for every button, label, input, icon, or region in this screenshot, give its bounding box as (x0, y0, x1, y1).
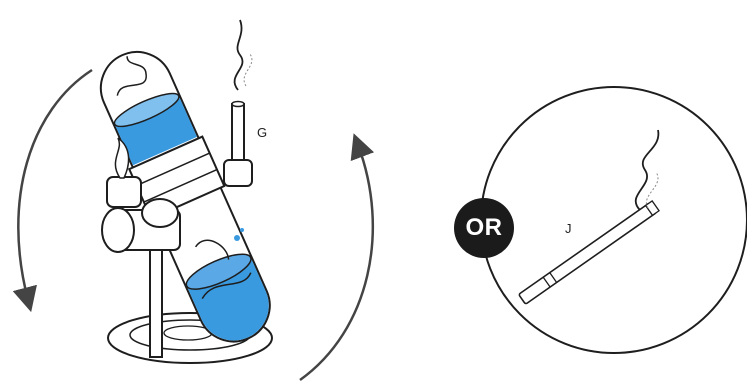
label-g: G (257, 125, 268, 140)
device-stand-pole (149, 244, 163, 358)
stem-g (231, 103, 245, 163)
or-badge: OR (454, 198, 514, 258)
alternative-circle (480, 86, 747, 354)
rotate-right-arrow-icon (299, 133, 375, 382)
upper-water (114, 95, 197, 166)
smoke-icon (233, 19, 244, 91)
cigarette-smoke-icon (634, 129, 660, 211)
cigarette-icon (518, 200, 660, 305)
rotate-left-arrow-icon (12, 68, 93, 313)
label-j: J (565, 221, 572, 236)
flame-icon (114, 137, 130, 179)
